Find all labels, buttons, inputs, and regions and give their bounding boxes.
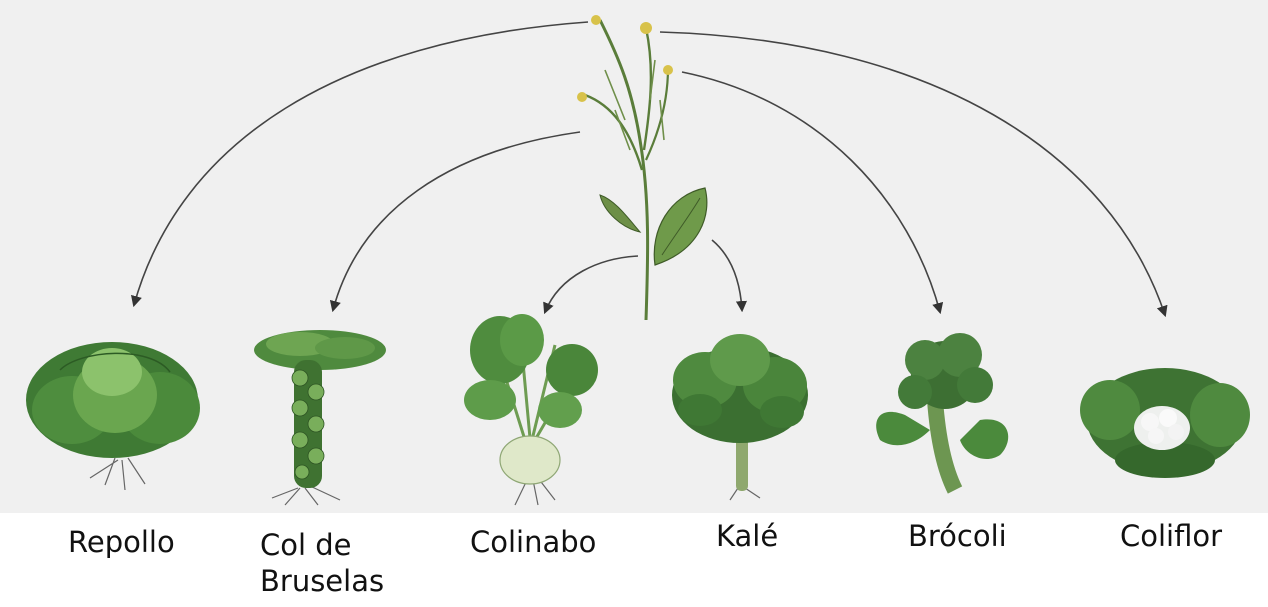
cabbage-label: Repollo: [68, 524, 175, 560]
arrow-to-kale: [712, 240, 742, 310]
arrow-to-brussels: [333, 132, 580, 310]
kale-label: Kalé: [716, 518, 778, 554]
wild-mustard-plant: [577, 15, 707, 320]
cauliflower-illustration: [1080, 368, 1250, 478]
cabbage-illustration: [26, 342, 200, 490]
cauliflower-label: Coliflor: [1120, 518, 1222, 554]
arrow-to-kohlrabi: [545, 256, 638, 312]
arrow-to-cauliflower: [660, 32, 1165, 315]
arrow-to-cabbage: [134, 22, 588, 305]
kale-illustration: [672, 334, 808, 500]
broccoli-illustration: [876, 333, 1008, 490]
kohlrabi-illustration: [464, 314, 598, 505]
brussels-sprouts-label: Col de Bruselas: [260, 527, 384, 599]
arrow-to-broccoli: [682, 72, 940, 312]
broccoli-label: Brócoli: [908, 518, 1007, 554]
brussels-sprouts-illustration: [254, 330, 386, 505]
kohlrabi-label: Colinabo: [470, 524, 596, 560]
